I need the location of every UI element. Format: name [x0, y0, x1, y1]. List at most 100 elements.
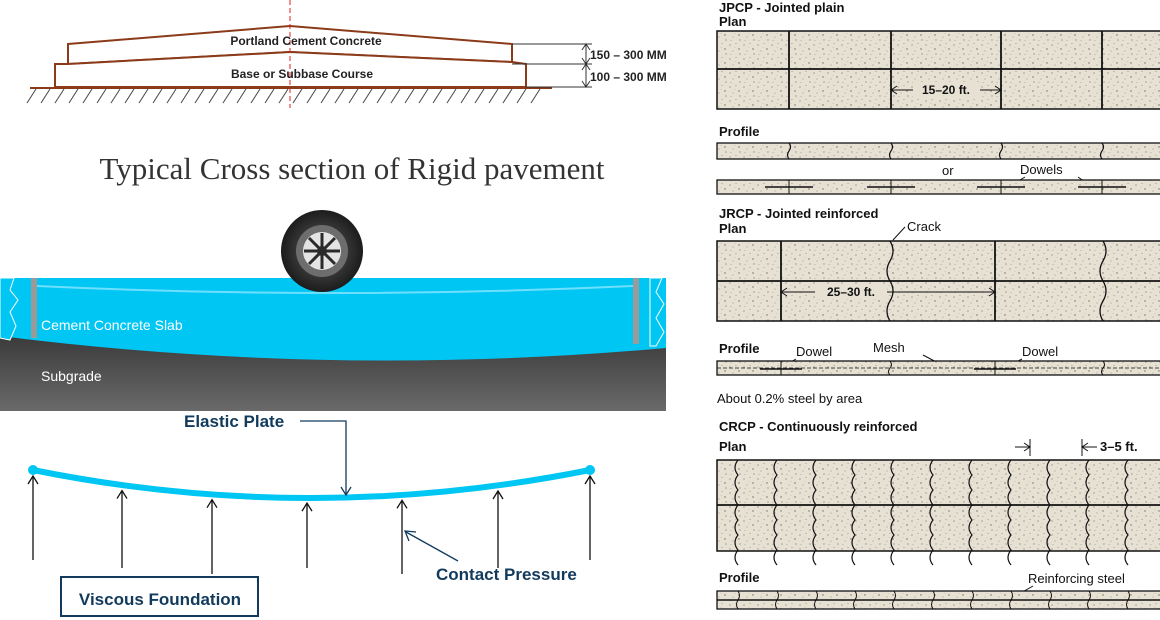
pressure-arrowhead [492, 489, 504, 500]
ground-hatching [26, 88, 541, 104]
jrcp-profile-label: Profile [719, 341, 759, 356]
joint-right [633, 278, 639, 344]
crcp-profile-crack [892, 590, 896, 610]
crcp-profile-crack [736, 590, 740, 610]
jrcp-dowel-left-label: Dowel [796, 344, 832, 359]
hatch-mark [516, 88, 527, 104]
joint-left [31, 278, 37, 338]
jpcp-title: JPCP - Jointed plain [719, 0, 845, 15]
pressure-arrowhead [396, 499, 408, 509]
jpcp-profile-a-joints [786, 142, 1105, 160]
jpcp-plan-label: Plan [719, 14, 747, 29]
hatch-mark [362, 88, 373, 104]
plate-diagram: Elastic Plate Contact Pressure Viscous F… [27, 412, 596, 617]
jrcp-spacing-label: 25–30 ft. [827, 285, 875, 299]
hatch-mark [264, 88, 275, 104]
jrcp-profile-bars [760, 360, 1105, 376]
crcp-crack [1124, 459, 1129, 566]
concrete-layer-label: Portland Cement Concrete [230, 34, 382, 48]
hatch-mark [82, 88, 93, 104]
jrcp-joints [717, 240, 1160, 322]
jrcp-mesh-label: Mesh [873, 340, 905, 355]
jpcp-dowel-bars [765, 180, 1126, 194]
pressure-leader-line [405, 531, 459, 562]
base-layer-label: Base or Subbase Course [231, 67, 373, 81]
hatch-mark [68, 88, 79, 104]
plate-leader-arrowhead [340, 486, 352, 497]
crcp-crack [1046, 459, 1051, 566]
hatch-mark [418, 88, 429, 104]
hatch-mark [54, 88, 65, 104]
hatch-mark [530, 88, 541, 104]
crcp-crack [734, 459, 739, 566]
slab-torn-edge-left [0, 277, 19, 341]
crcp-reinforcing-label: Reinforcing steel [1028, 571, 1125, 586]
elastic-plate-curve [30, 467, 593, 501]
jpcp-profile-label: Profile [719, 124, 759, 139]
pressure-arrowhead [584, 474, 596, 485]
hatch-mark [278, 88, 289, 104]
hatch-mark [376, 88, 387, 104]
jpcp-profile-b [716, 179, 1160, 195]
crcp-cracks [734, 459, 1129, 566]
jpcp-joints [717, 31, 1160, 109]
slab-diagram: Cement Concrete Slab Subgrade [0, 210, 666, 411]
crcp-plan-label: Plan [719, 439, 747, 454]
pressure-arrowhead [27, 474, 39, 485]
hatch-mark [110, 88, 121, 104]
hatch-mark [180, 88, 191, 104]
jrcp-dowel-right-label: Dowel [1022, 344, 1058, 359]
jrcp-spacing-bg [815, 284, 887, 299]
plate-leader-line [300, 420, 347, 494]
jpcp-spacing-label: 15–20 ft. [922, 83, 970, 97]
viscous-foundation-box [60, 576, 259, 617]
plate-end-left [28, 465, 38, 475]
hatch-mark [460, 88, 471, 104]
subgrade-label: Subgrade [41, 368, 102, 384]
jpcp-profile-a [716, 142, 1160, 160]
hatch-mark [292, 88, 303, 104]
hatch-mark [320, 88, 331, 104]
crcp-crack [851, 459, 856, 566]
crcp-crack [929, 459, 934, 566]
deflection-curve [36, 285, 634, 294]
jpcp-plan-slab [716, 30, 1160, 110]
crcp-profile-crack [1126, 590, 1130, 610]
hatch-mark [348, 88, 359, 104]
diagram-caption: Typical Cross section of Rigid pavement [100, 151, 605, 186]
pressure-arrowhead [206, 498, 218, 509]
hatch-mark [250, 88, 261, 104]
hatch-mark [404, 88, 415, 104]
slab-torn-edge-right [649, 277, 665, 347]
crcp-profile-crack [931, 590, 935, 610]
jrcp-steel-note: About 0.2% steel by area [717, 391, 863, 406]
elastic-plate-label: Elastic Plate [184, 412, 284, 431]
crcp-profile-crack [1048, 590, 1052, 610]
jpcp-dowels-label: Dowels [1020, 162, 1063, 177]
layer-cross-section: Portland Cement Concrete Base or Subbase… [26, 0, 667, 108]
hatch-mark [488, 88, 499, 104]
hatch-mark [222, 88, 233, 104]
wheel-icon [281, 210, 363, 292]
crcp-crack [1007, 459, 1012, 566]
hatch-mark [138, 88, 149, 104]
crcp-profile-label: Profile [719, 570, 759, 585]
hatch-mark [26, 88, 37, 104]
hatch-mark [208, 88, 219, 104]
hatch-mark [334, 88, 345, 104]
hatch-mark [432, 88, 443, 104]
jpcp-section: JPCP - Jointed plain Plan 15–20 ft. Prof… [716, 0, 1160, 195]
crcp-crack [773, 459, 778, 566]
crcp-crack [968, 459, 973, 566]
crcp-spacing-label: 3–5 ft. [1100, 439, 1138, 454]
pressure-leader-arrowhead [404, 530, 417, 542]
crcp-title: CRCP - Continuously reinforced [719, 419, 917, 434]
crcp-profile-crack [775, 590, 779, 610]
crcp-profile-crack [1009, 590, 1013, 610]
crcp-profile-crack [970, 590, 974, 610]
contact-pressure-label: Contact Pressure [436, 565, 577, 584]
hatch-mark [124, 88, 135, 104]
crcp-section: CRCP - Continuously reinforced Plan 3–5 … [716, 419, 1160, 610]
concrete-thickness-label: 150 – 300 MM [590, 48, 667, 62]
hatch-mark [40, 88, 51, 104]
